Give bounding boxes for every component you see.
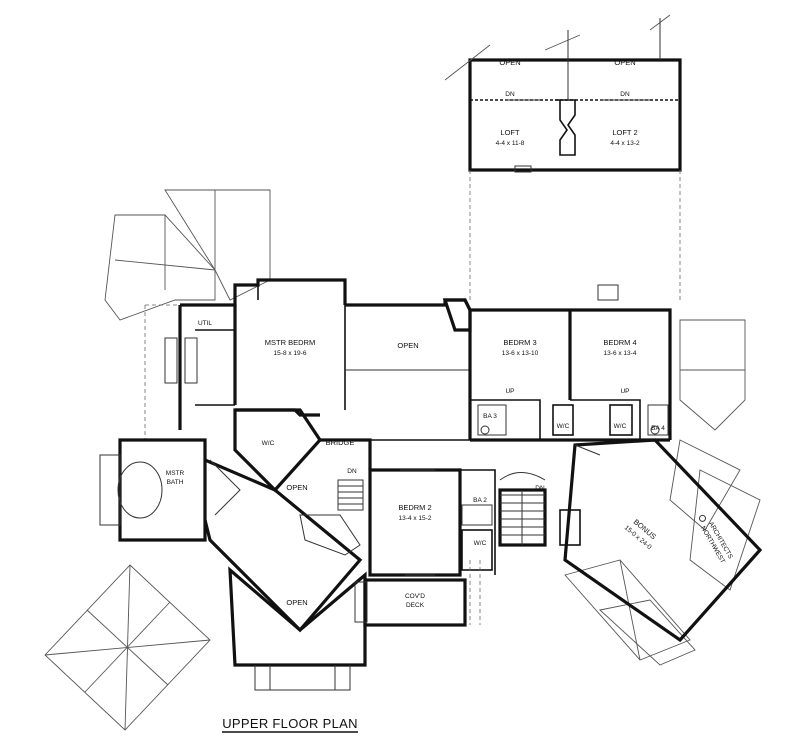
plan-title: UPPER FLOOR PLAN bbox=[222, 716, 358, 731]
label-dn-stair-right: DN bbox=[535, 485, 545, 492]
label-mstr-bedrm-dim: 15-8 x 19-6 bbox=[274, 350, 307, 357]
label-ba4: BA 4 bbox=[651, 425, 665, 432]
label-open-loft-left: OPEN bbox=[499, 58, 520, 67]
label-loft1-name: LOFT bbox=[500, 128, 520, 137]
main-walls bbox=[99, 278, 763, 691]
label-ba2: BA 2 bbox=[473, 497, 487, 504]
label-loft2-dim: 4-4 x 13-2 bbox=[610, 140, 640, 147]
label-loft1-dim: 4-4 x 11-8 bbox=[496, 140, 525, 147]
label-bedrm4-dim: 13-6 x 13-4 bbox=[604, 350, 637, 357]
label-dn-stair-left: DN bbox=[347, 468, 357, 475]
label-mstr-bath-2: BATH bbox=[167, 479, 184, 486]
label-up4: UP bbox=[620, 388, 629, 395]
label-covd-2: DECK bbox=[406, 602, 425, 609]
label-covd-1: COV'D bbox=[405, 593, 425, 600]
loft-inset bbox=[444, 14, 682, 300]
label-loft-dn-left: DN bbox=[505, 91, 515, 98]
label-open-bottom: OPEN bbox=[286, 598, 307, 607]
label-bridge: BRIDGE bbox=[326, 438, 355, 447]
label-mstr-bedrm-name: MSTR BEDRM bbox=[265, 338, 315, 347]
bottom-right-roof bbox=[564, 559, 696, 666]
label-bedrm3-dim: 13-6 x 13-10 bbox=[502, 350, 539, 357]
label-up3: UP bbox=[505, 388, 514, 395]
label-wic-mstr: W/C bbox=[262, 440, 275, 447]
label-open-center: OPEN bbox=[397, 341, 418, 350]
bottom-left-roof bbox=[44, 564, 211, 731]
left-roof bbox=[104, 189, 271, 440]
label-bedrm4-name: BEDRM 4 bbox=[603, 338, 636, 347]
bonus-label-group: BONUS 15-0 x 24-0 bbox=[623, 517, 658, 551]
label-open-loft-right: OPEN bbox=[614, 58, 635, 67]
label-wic2: W/C bbox=[474, 540, 487, 547]
label-bedrm2-name: BEDRM 2 bbox=[398, 503, 431, 512]
logo-group: ARCHITECTS NORTHWEST bbox=[699, 514, 734, 565]
label-ba3: BA 3 bbox=[483, 413, 497, 420]
label-util: UTIL bbox=[198, 320, 212, 327]
label-bedrm3-name: BEDRM 3 bbox=[503, 338, 536, 347]
label-wic4: W/C bbox=[614, 423, 627, 430]
label-loft-dn-right: DN bbox=[620, 91, 630, 98]
label-bedrm2-dim: 13-4 x 15-2 bbox=[399, 515, 432, 522]
label-wic3: W/C bbox=[557, 423, 570, 430]
label-open-left: OPEN bbox=[286, 483, 307, 492]
label-loft2-name: LOFT 2 bbox=[612, 128, 637, 137]
right-roof bbox=[669, 319, 761, 591]
label-mstr-bath-1: MSTR bbox=[166, 470, 185, 477]
